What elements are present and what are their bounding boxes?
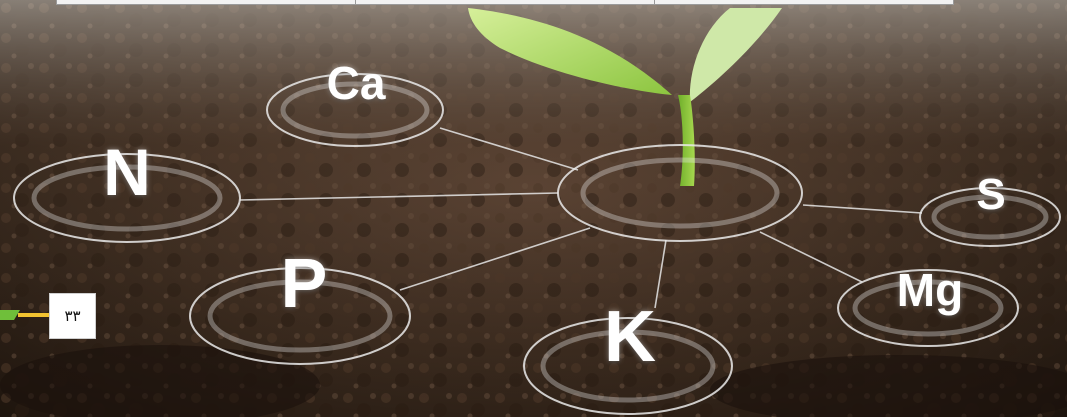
nutrient-label-k: K xyxy=(604,301,656,373)
top-table-edge xyxy=(56,0,954,5)
table-cell xyxy=(356,0,655,4)
nutrient-label-mg: Mg xyxy=(897,267,963,313)
table-cell xyxy=(57,0,356,4)
nutrient-label-n: N xyxy=(103,139,151,205)
nutrient-label-p: P xyxy=(281,248,328,318)
nutrient-label-s: S xyxy=(976,173,1005,217)
page-number-badge: ۳۳ xyxy=(49,293,96,339)
accent-bar xyxy=(0,310,49,320)
table-cell xyxy=(655,0,953,4)
nutrient-label-ca: Ca xyxy=(327,60,386,106)
